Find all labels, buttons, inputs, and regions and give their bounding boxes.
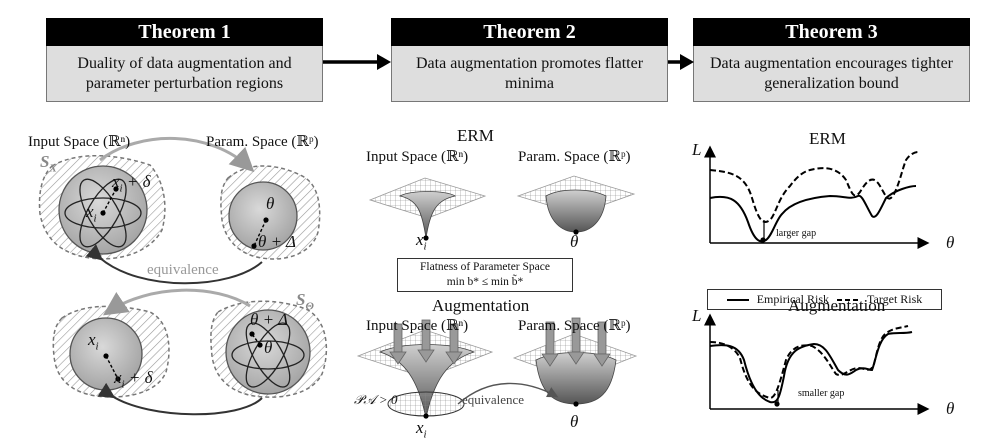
risk-legend: Empirical Risk Target Risk (707, 289, 942, 310)
theorem-1-box: Theorem 1 Duality of data augmentation a… (46, 18, 323, 103)
pa-label: 𝒫𝒜 > 0 (354, 392, 398, 407)
equivalence-label-middle: equivalence (462, 392, 525, 407)
param-space-label-middle-bottom: Param. Space (ℝᵖ) (518, 318, 631, 334)
xi-label-middle-top: xi (416, 230, 427, 253)
theta-label-bottom: θ (264, 338, 273, 357)
xi-plus-delta-label-top: xi + δ (112, 172, 151, 195)
erm-y-axis-label: L (692, 140, 702, 159)
duality-diagram (38, 137, 328, 416)
theorem-2-description: Data augmentation promotes flatter minim… (391, 46, 668, 102)
xi-plus-delta-label-bottom: xi + δ (114, 368, 153, 391)
xi-label-bottom: xi (88, 330, 99, 353)
erm-empirical-risk (709, 185, 917, 243)
param-space-label-middle-top: Param. Space (ℝᵖ) (518, 149, 631, 165)
generalization-plots (704, 145, 930, 415)
larger-gap-label: larger gap (776, 228, 817, 239)
theta-label-middle-bottom: θ (570, 412, 579, 431)
xi-label-top: xi (86, 202, 97, 225)
erm-label-right: ERM (809, 129, 846, 148)
arrow-theorem2-to-3 (668, 54, 694, 70)
input-space-label-middle-bottom: Input Space (ℝⁿ) (366, 318, 469, 334)
stheta-label: SΘ (296, 290, 314, 313)
theta-plus-delta-label-top: θ + Δ (258, 232, 296, 251)
theorem-3-box: Theorem 3 Data augmentation encourages t… (693, 18, 970, 103)
xi-label-middle-bottom: xi (416, 418, 427, 441)
theorem-3-title: Theorem 3 (693, 18, 970, 46)
param-space-label-top: Param. Space (ℝᵖ) (206, 134, 319, 150)
theorem-1-description: Duality of data augmentation and paramet… (46, 46, 323, 102)
empirical-risk-legend-line (726, 298, 749, 301)
input-space-label-middle-top: Input Space (ℝⁿ) (366, 149, 469, 165)
theta-label-top: θ (266, 194, 275, 213)
aug-y-axis-label: L (692, 306, 702, 325)
theorem-2-title: Theorem 2 (391, 18, 668, 46)
augmentation-label-right: Augmentation (788, 296, 886, 315)
sx-label: SX (40, 152, 57, 175)
theta-label-middle-top: θ (570, 232, 579, 251)
theorem-2-box: Theorem 2 Data augmentation promotes fla… (391, 18, 668, 103)
erm-x-axis-label: θ (946, 233, 955, 252)
theorem-3-description: Data augmentation encourages tighter gen… (693, 46, 970, 102)
legend-empirical: Empirical Risk (756, 292, 830, 306)
legend-target: Target Risk (867, 292, 923, 306)
arrow-theorem1-to-2 (323, 54, 391, 70)
erm-label-middle: ERM (457, 126, 494, 145)
aug-x-axis-label: θ (946, 399, 955, 418)
smaller-gap-label: smaller gap (798, 388, 845, 399)
theorem-1-title: Theorem 1 (46, 18, 323, 46)
flatness-formula: min b* ≤ min b̃* (446, 276, 524, 288)
target-risk-legend-line (837, 298, 860, 301)
augmentation-label-middle: Augmentation (432, 296, 530, 315)
flatness-diagram (356, 175, 638, 419)
erm-target-risk (709, 151, 919, 223)
flatness-box: Flatness of Parameter Space min b* ≤ min… (397, 258, 573, 292)
aug-target-risk (709, 325, 909, 400)
flatness-title: Flatness of Parameter Space (420, 261, 550, 273)
input-space-label-top: Input Space (ℝⁿ) (28, 134, 131, 150)
theta-plus-delta-label-bottom: θ + Δ (250, 310, 288, 329)
equivalence-label-left: equivalence (147, 262, 219, 278)
